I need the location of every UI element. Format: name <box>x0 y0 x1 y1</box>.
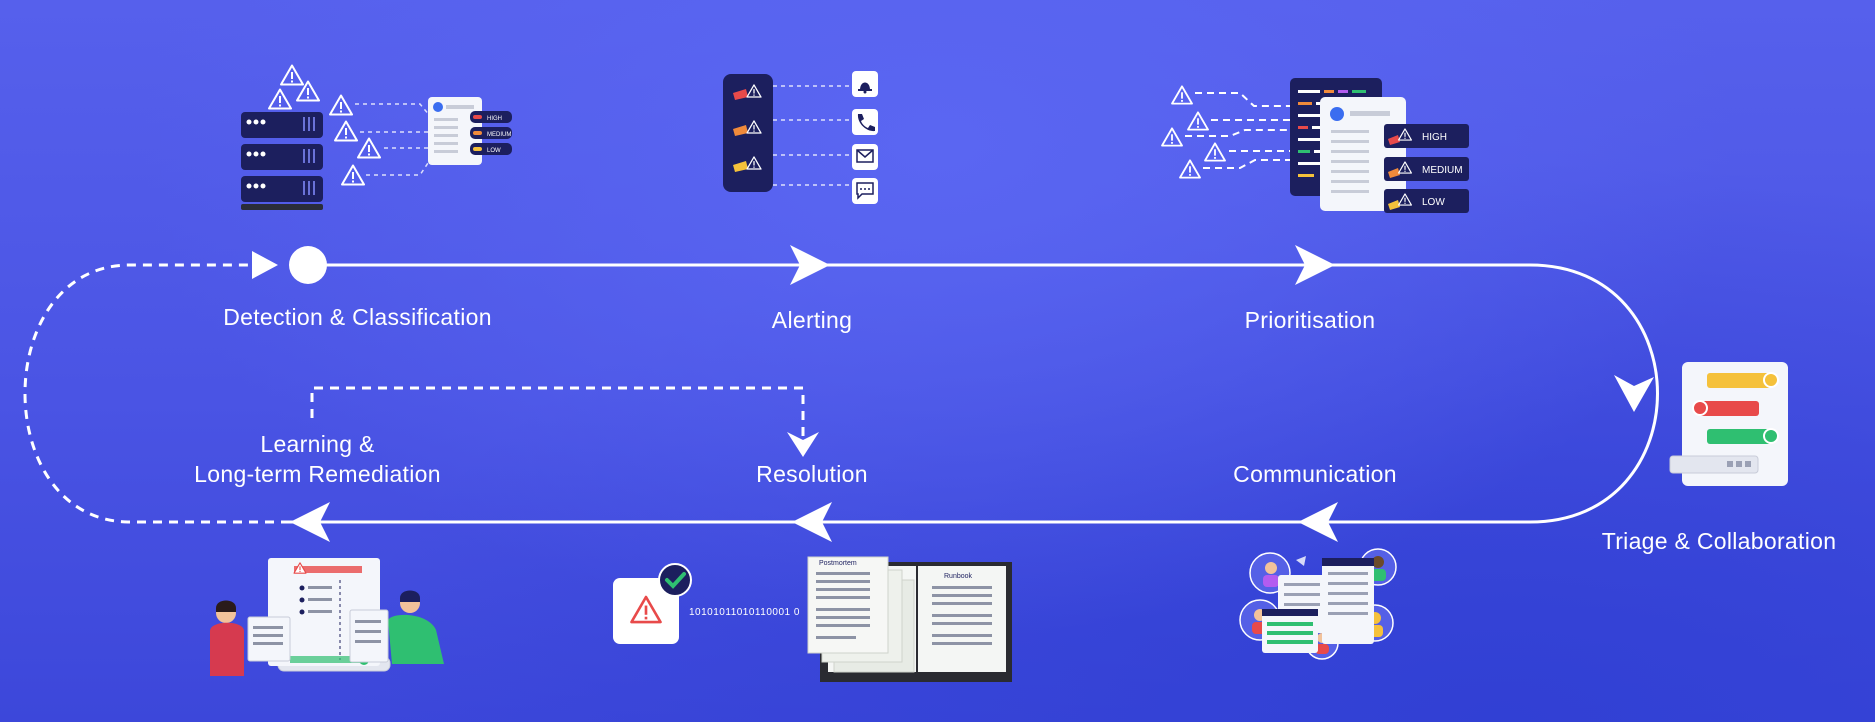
person-right-icon <box>349 590 444 664</box>
arrow-start <box>252 251 278 279</box>
stage-label-resolution: Resolution <box>756 461 868 487</box>
stage-label-alerting: Alerting <box>771 307 853 333</box>
detection-illustration: HIGH MEDIUM LOW <box>241 64 512 210</box>
checkmark-icon <box>658 563 692 597</box>
stage-label-prioritisation: Prioritisation <box>1244 307 1376 333</box>
runbook-title: Runbook <box>944 573 973 580</box>
stage-label-communication: Communication <box>1233 461 1397 487</box>
detection-tag-low: LOW <box>487 148 501 154</box>
communication-illustration <box>1239 548 1397 660</box>
warning-icon-cluster <box>1161 85 1226 179</box>
triage-illustration <box>1669 362 1788 486</box>
stage-label-learning: Learning & Long-term Remediation <box>160 429 475 489</box>
report-document-icon <box>428 97 482 165</box>
learning-illustration <box>210 558 444 676</box>
postmortem-title: Postmortem <box>819 560 857 567</box>
arrow-learning <box>290 502 330 542</box>
server-stack-icon <box>241 112 323 210</box>
arrow-loopback <box>787 432 819 457</box>
stage-label-triage: Triage & Collaboration <box>1601 528 1837 554</box>
priority-tag-high: HIGH <box>1422 132 1447 143</box>
triage-board <box>1682 362 1788 486</box>
mail-icon <box>852 144 878 170</box>
detection-tag-medium: MEDIUM <box>487 132 511 138</box>
stage-label-detection: Detection & Classification <box>223 304 492 330</box>
start-node <box>289 246 327 284</box>
arrow-communication <box>1298 502 1338 542</box>
stage-label-learning-line2: Long-term Remediation <box>194 461 441 487</box>
prioritisation-illustration: HIGH MEDIUM LOW <box>1161 78 1469 213</box>
chat-icon <box>852 178 878 204</box>
arrow-alerting <box>790 245 830 285</box>
stage-label-learning-line1: Learning & <box>260 431 375 457</box>
flow-path <box>23 245 1659 542</box>
detection-tag-high: HIGH <box>487 116 502 122</box>
postmortem-document-icon: Postmortem <box>807 556 915 673</box>
detection-severity-tags: HIGH MEDIUM LOW <box>470 111 512 155</box>
priority-tag-medium: MEDIUM <box>1422 165 1463 176</box>
alerting-illustration <box>723 71 878 204</box>
arrow-triage <box>1614 375 1654 412</box>
binary-stream: 10101011010110001 0 <box>689 607 800 618</box>
priority-tag-low: LOW <box>1422 197 1445 208</box>
person-left-icon <box>210 600 244 676</box>
bell-icon <box>852 71 878 97</box>
resolution-illustration: 10101011010110001 0 Runbook Postmortem <box>613 556 1012 682</box>
priority-severity-tags: HIGH MEDIUM LOW <box>1384 124 1469 213</box>
arrow-resolution <box>792 502 832 542</box>
phone-icon <box>852 109 878 135</box>
arrow-prioritisation <box>1295 245 1335 285</box>
